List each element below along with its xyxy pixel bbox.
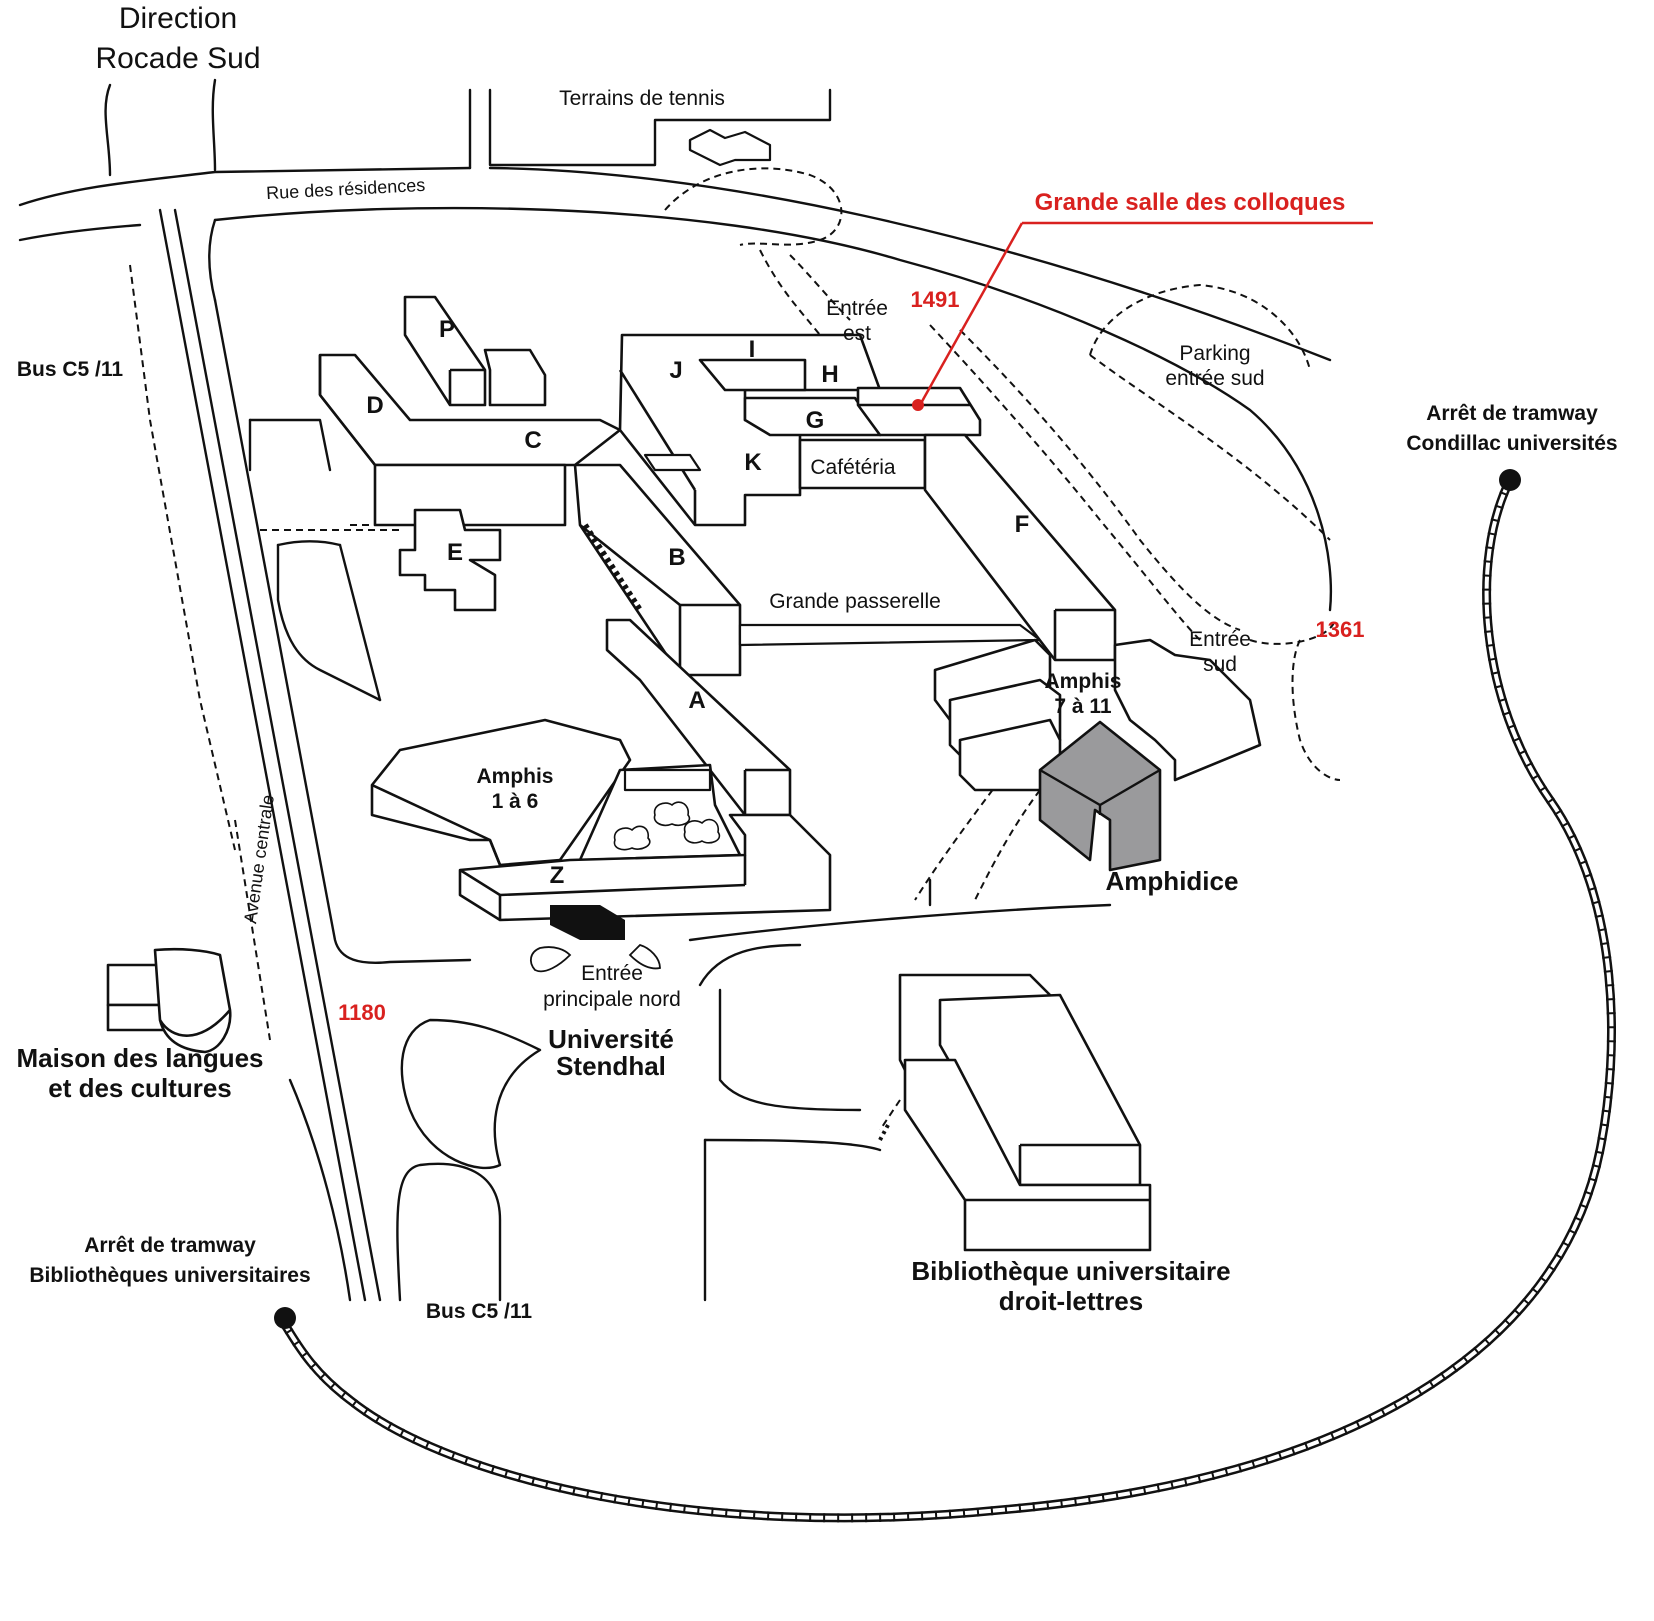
tram-biblio-line2: Bibliothèques universitaires — [29, 1264, 310, 1287]
label-K: K — [744, 449, 762, 476]
entree-nord-line2: principale nord — [543, 988, 681, 1011]
entree-sud-line2: sud — [1203, 653, 1237, 676]
amphidice-building — [1038, 720, 1162, 872]
cafeteria-label: Cafétéria — [810, 456, 896, 479]
grande-salle-label: Grande salle des colloques — [1035, 189, 1346, 216]
maison-line2: et des cultures — [48, 1073, 232, 1103]
amphis-16-line1: Amphis — [476, 765, 553, 788]
bibliotheque-line2: droit-lettres — [999, 1286, 1143, 1316]
tram-biblio-line1: Arrêt de tramway — [84, 1234, 256, 1257]
building-Z — [458, 813, 832, 940]
amphis-16-line2: 1 à 6 — [492, 790, 539, 813]
rue-residences-label: Rue des résidences — [266, 175, 426, 203]
entrance-petals — [529, 943, 661, 973]
entree-est-line2: est — [843, 322, 871, 345]
grande-passerelle — [738, 623, 1042, 647]
entree-sud-line1: Entrée — [1189, 628, 1251, 651]
road-network — [18, 78, 1333, 1302]
maison-line1: Maison des langues — [16, 1043, 263, 1073]
label-Z: Z — [550, 862, 565, 889]
tram-stop-condillac-marker — [1499, 469, 1521, 491]
dashed-paths — [129, 167, 1341, 1131]
parking-line1: Parking — [1179, 342, 1250, 365]
amphidice-label: Amphidice — [1106, 866, 1239, 896]
direction-label-line2: Rocade Sud — [95, 42, 260, 75]
building-P — [403, 295, 547, 407]
direction-label-line1: Direction — [119, 2, 237, 35]
building-E — [398, 508, 502, 612]
universite-line2: Stendhal — [556, 1051, 666, 1081]
maison-langues-building — [106, 947, 232, 1054]
tennis-building — [688, 128, 772, 167]
amphis-711-line1: Amphis — [1044, 670, 1121, 693]
tram-condillac-line2: Condillac universités — [1406, 432, 1617, 455]
entree-est-line1: Entrée — [826, 297, 888, 320]
label-H: H — [821, 361, 838, 388]
amphis-7-11 — [933, 638, 1262, 792]
grande-passerelle-label: Grande passerelle — [769, 590, 941, 613]
label-E: E — [447, 539, 463, 566]
label-B: B — [668, 544, 685, 571]
avenue-centrale-label: Avenue centrale — [240, 794, 278, 925]
label-P: P — [439, 316, 455, 343]
bibliotheque-building — [878, 973, 1152, 1252]
bus-stop-top-label: Bus C5 /11 — [17, 358, 124, 381]
label-I: I — [749, 336, 756, 363]
code-1491: 1491 — [911, 287, 960, 312]
amphis-711-line2: 7 à 11 — [1054, 695, 1112, 718]
grande-salle-pointer — [912, 221, 1373, 411]
code-1180: 1180 — [338, 1000, 386, 1025]
building-J-I-H-G-K — [618, 333, 982, 527]
tennis-label: Terrains de tennis — [559, 87, 725, 110]
tram-condillac-line1: Arrêt de tramway — [1426, 402, 1598, 425]
tram-line — [274, 469, 1617, 1523]
label-A: A — [688, 687, 705, 714]
tram-stop-bibliotheques-marker — [274, 1307, 296, 1329]
bus-stop-bottom-label: Bus C5 /11 — [426, 1300, 533, 1323]
universite-line1: Université — [548, 1024, 674, 1054]
label-J: J — [669, 357, 682, 384]
label-G: G — [806, 407, 825, 434]
label-D: D — [366, 392, 383, 419]
map-labels: Direction Rocade Sud Terrains de tennis … — [16, 2, 1617, 1323]
building-B — [573, 463, 742, 677]
bibliotheque-line1: Bibliothèque universitaire — [911, 1256, 1230, 1286]
label-F: F — [1015, 511, 1030, 538]
code-1361: 1361 — [1316, 617, 1365, 642]
entree-nord-line1: Entrée — [581, 962, 643, 985]
parking-line2: entrée sud — [1165, 367, 1264, 390]
courtyard — [578, 763, 742, 862]
label-C: C — [524, 427, 541, 454]
